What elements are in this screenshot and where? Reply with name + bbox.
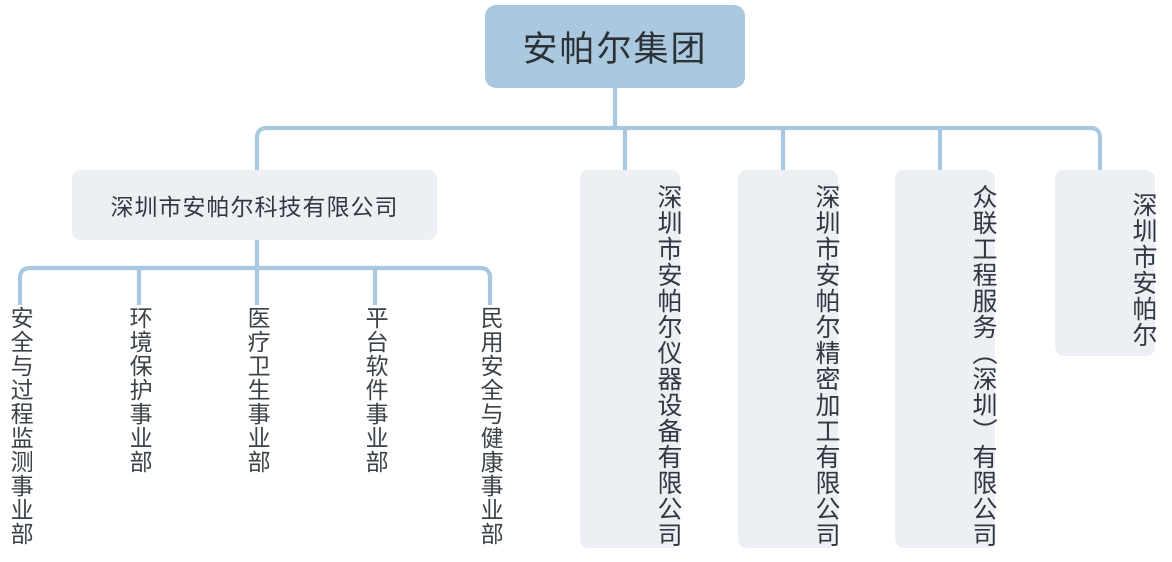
node-shenzhen-ampere-instrument[interactable]: 深圳市安帕尔仪器设备有限公司: [580, 170, 682, 548]
dept-platform-software[interactable]: 平台软件事业部: [362, 306, 389, 474]
node-zhonglian-engineering-service[interactable]: 众联工程服务（深圳）有限公司: [895, 170, 997, 548]
node-shenzhen-ampere[interactable]: 深圳市安帕尔: [1055, 170, 1157, 356]
node-shenzhen-ampere-technology[interactable]: 深圳市安帕尔科技有限公司: [72, 170, 437, 240]
dept-civil-safety-and-health[interactable]: 民用安全与健康事业部: [477, 306, 504, 546]
wire-level1-bus: [254, 125, 1103, 170]
node-root[interactable]: 安帕尔集团: [485, 5, 745, 88]
node-shenzhen-ampere-precision[interactable]: 深圳市安帕尔精密加工有限公司: [738, 170, 840, 548]
dept-safety-and-process-monitoring[interactable]: 安全与过程监测事业部: [7, 306, 34, 546]
dept-medical-and-health[interactable]: 医疗卫生事业部: [244, 306, 271, 474]
wire-level2-bus: [17, 265, 493, 305]
dept-environmental-protection[interactable]: 环境保护事业部: [126, 306, 153, 474]
